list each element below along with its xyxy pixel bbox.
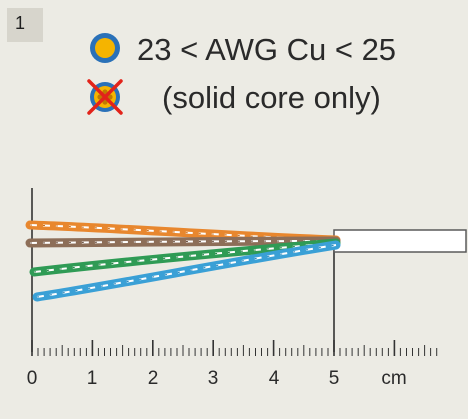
ruler-label-5: 5: [329, 368, 340, 389]
wire-pair-green: [29, 238, 341, 277]
ruler-label-3: 3: [208, 368, 219, 389]
solid-core-icon: [90, 33, 120, 63]
solid-core-only-text: (solid core only): [162, 80, 381, 115]
ruler-unit-label: cm: [381, 368, 406, 389]
step-badge: [7, 8, 43, 42]
ruler-label-4: 4: [269, 368, 280, 389]
ruler-label-1: 1: [87, 368, 98, 389]
stranded-core-crossed-icon: [87, 79, 123, 115]
wire-pair-brown: [25, 236, 341, 248]
cable-jacket: [333, 229, 467, 253]
ruler: [31, 340, 438, 356]
ruler-label-2: 2: [148, 368, 159, 389]
wire-pair-blue: [32, 240, 341, 302]
ruler-label-0: 0: [27, 368, 38, 389]
awg-range-text: 23 < AWG Cu < 25: [137, 32, 396, 67]
step-number: 1: [15, 13, 26, 33]
